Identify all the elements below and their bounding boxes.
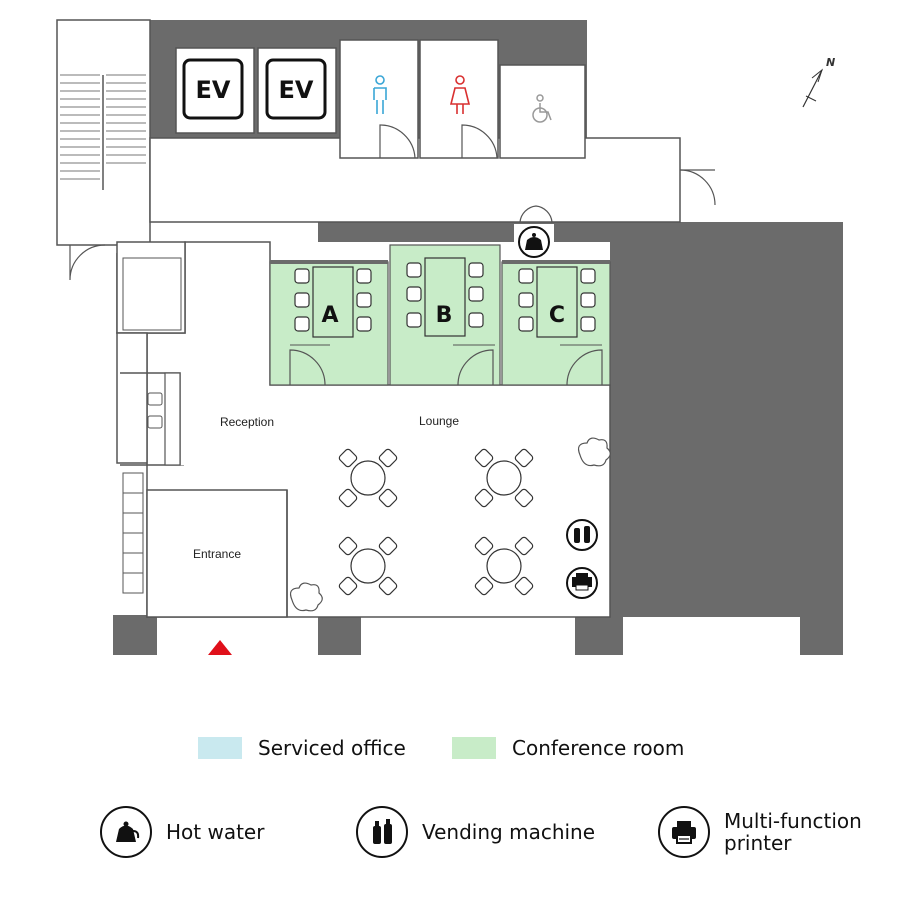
printer-label: Multi-function printer <box>724 810 862 854</box>
north-label: N <box>826 56 835 69</box>
conference-room-c-label: C <box>549 303 565 328</box>
conference-room-swatch <box>452 737 496 759</box>
conference-room-b-label: B <box>436 303 453 328</box>
entrance-marker-icon <box>208 640 232 655</box>
bottles-icon <box>356 806 408 858</box>
legend-serviced-office: Serviced office <box>198 735 406 761</box>
lounge-tables <box>337 447 535 597</box>
legend-printer: Multi-function printer <box>658 806 862 858</box>
hot-water-label: Hot water <box>166 820 265 844</box>
entrance-shelves <box>122 472 144 594</box>
printer-label-line2: printer <box>724 831 792 855</box>
floor-plan: EV EV <box>56 19 843 655</box>
conference-room-a-label: A <box>321 303 338 328</box>
vending-map-icon <box>566 519 598 551</box>
printer-label-line1: Multi-function <box>724 809 862 833</box>
north-arrow-icon: N <box>802 56 835 108</box>
plant-icons <box>289 437 611 612</box>
legend-vending-machine: Vending machine <box>356 806 595 858</box>
entrance-room <box>146 489 288 618</box>
elevator-2-label: EV <box>279 76 314 104</box>
lounge-label: Lounge <box>419 414 459 428</box>
conference-room-label: Conference room <box>512 736 685 760</box>
female-restroom-icon <box>449 75 471 114</box>
serviced-office-label: Serviced office <box>258 736 406 760</box>
accessible-restroom-icon <box>532 94 552 123</box>
printer-map-icon <box>566 567 598 599</box>
hot-water-map-icon <box>514 224 554 260</box>
printer-icon <box>658 806 710 858</box>
reception-desk <box>120 372 181 466</box>
serviced-office-swatch <box>198 737 242 759</box>
reception-label: Reception <box>220 415 274 429</box>
entrance-label: Entrance <box>193 547 241 561</box>
kettle-icon <box>100 806 152 858</box>
elevator-1-label: EV <box>196 76 231 104</box>
elevators: EV EV <box>175 47 337 134</box>
corridor-doors <box>519 205 553 223</box>
vending-machine-label: Vending machine <box>422 820 596 844</box>
male-restroom-icon <box>373 75 387 114</box>
legend-hot-water: Hot water <box>100 806 264 858</box>
legend-conference-room: Conference room <box>452 735 684 761</box>
conference-rooms: A B C <box>269 244 611 386</box>
stairwell <box>56 19 151 281</box>
restrooms <box>339 39 586 159</box>
